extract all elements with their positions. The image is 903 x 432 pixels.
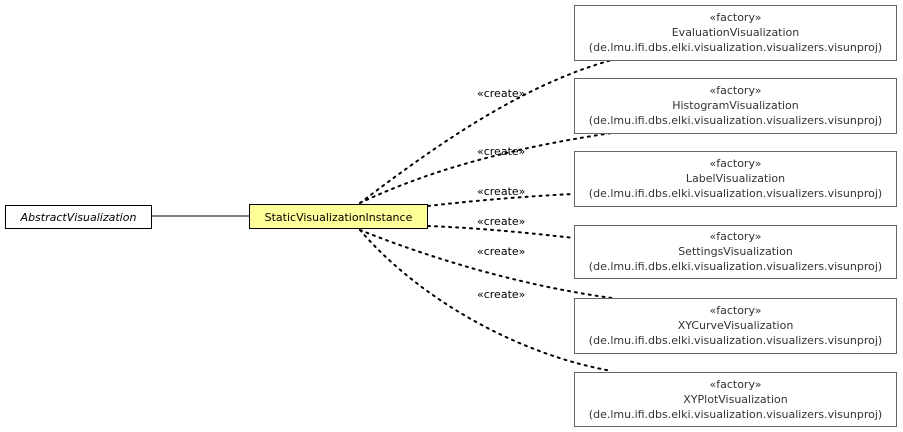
edge-label-xyplot: «create» bbox=[477, 288, 525, 301]
edge-label-settings: «create» bbox=[477, 215, 525, 228]
class-abstract-visualization[interactable]: AbstractVisualization bbox=[5, 205, 152, 229]
class-name: EvaluationVisualization bbox=[672, 26, 800, 39]
class-name: StaticVisualizationInstance bbox=[265, 211, 413, 224]
create-edge-xycurve bbox=[359, 229, 613, 299]
package-name: (de.lmu.ifi.dbs.elki.visualization.visua… bbox=[589, 114, 882, 127]
create-edge-xyplot bbox=[359, 229, 613, 372]
factory-label-visualization[interactable]: «factory» LabelVisualization (de.lmu.ifi… bbox=[574, 151, 897, 207]
factory-histogram-visualization[interactable]: «factory» HistogramVisualization (de.lmu… bbox=[574, 78, 897, 134]
edge-label-histogram: «create» bbox=[477, 145, 525, 158]
edge-label-evaluation: «create» bbox=[477, 87, 525, 100]
package-name: (de.lmu.ifi.dbs.elki.visualization.visua… bbox=[589, 408, 882, 421]
package-name: (de.lmu.ifi.dbs.elki.visualization.visua… bbox=[589, 260, 882, 273]
class-name: SettingsVisualization bbox=[678, 245, 793, 258]
stereotype: «factory» bbox=[709, 11, 761, 24]
create-edge-label bbox=[427, 193, 575, 207]
factory-evaluation-visualization[interactable]: «factory» EvaluationVisualization (de.lm… bbox=[574, 5, 897, 61]
class-name: XYPlotVisualization bbox=[683, 393, 787, 406]
package-name: (de.lmu.ifi.dbs.elki.visualization.visua… bbox=[589, 41, 882, 54]
factory-settings-visualization[interactable]: «factory» SettingsVisualization (de.lmu.… bbox=[574, 225, 897, 279]
create-edge-histogram bbox=[359, 132, 613, 204]
stereotype: «factory» bbox=[709, 230, 761, 243]
class-name: AbstractVisualization bbox=[20, 211, 137, 224]
stereotype: «factory» bbox=[709, 157, 761, 170]
class-name: HistogramVisualization bbox=[672, 99, 799, 112]
stereotype: «factory» bbox=[709, 84, 761, 97]
class-name: LabelVisualization bbox=[686, 172, 785, 185]
stereotype: «factory» bbox=[709, 304, 761, 317]
create-edge-evaluation bbox=[359, 59, 613, 204]
edge-label-label: «create» bbox=[477, 185, 525, 198]
edge-label-xycurve: «create» bbox=[477, 245, 525, 258]
factory-xycurve-visualization[interactable]: «factory» XYCurveVisualization (de.lmu.i… bbox=[574, 298, 897, 354]
class-name: XYCurveVisualization bbox=[678, 319, 794, 332]
package-name: (de.lmu.ifi.dbs.elki.visualization.visua… bbox=[589, 187, 882, 200]
package-name: (de.lmu.ifi.dbs.elki.visualization.visua… bbox=[589, 334, 882, 347]
create-edge-settings bbox=[427, 225, 575, 239]
factory-xyplot-visualization[interactable]: «factory» XYPlotVisualization (de.lmu.if… bbox=[574, 372, 897, 427]
stereotype: «factory» bbox=[709, 378, 761, 391]
class-static-visualization-instance[interactable]: StaticVisualizationInstance bbox=[249, 204, 428, 229]
